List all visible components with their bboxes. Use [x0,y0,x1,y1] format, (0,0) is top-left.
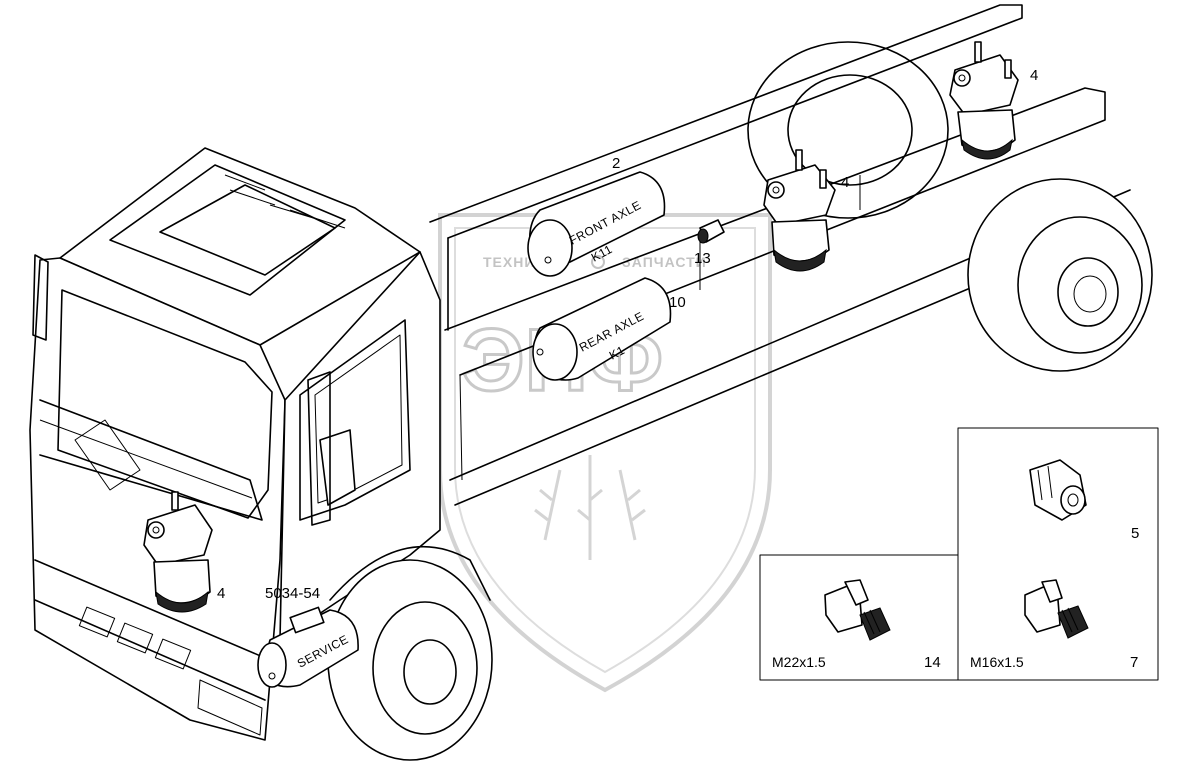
callout-4-top: 4 [1030,67,1038,84]
valve-top [949,41,1019,160]
rear-axle-code: K1 [607,343,627,363]
watermark-star-icon [591,255,605,269]
thread-label-m22: M22x1.5 [772,654,826,670]
fitting-5 [1029,459,1087,521]
valve-mid [763,149,836,272]
watermark: ТЕХНИ ЗАПЧАСТИ ЭПФ [438,213,772,693]
callout-10: 10 [669,294,686,311]
air-tank-service: SERVICE [257,606,359,688]
watermark-wheat-icon [534,455,646,560]
rear-wheel-upper [747,41,949,219]
valve-cab [143,491,213,613]
detail-box-right [957,427,1159,681]
fitting-13 [697,219,725,244]
air-tank-front-axle: FRONT AXLE K11 [527,171,666,277]
callout-5034-54: 5034-54 [265,585,320,602]
thread-label-m16: M16x1.5 [970,654,1024,670]
truck-cab [29,147,441,741]
callout-4-mid: 4 [841,174,849,191]
watermark-text-right: ЗАПЧАСТИ [622,254,707,270]
callout-14: 14 [924,654,941,671]
callout-5: 5 [1131,525,1139,542]
watermark-text-left: ТЕХНИ [483,254,535,270]
callout-2: 2 [612,155,620,172]
callouts: 2 13 10 4 4 4 5034-54 5 14 7 M22x1.5 M16… [217,67,1139,671]
callout-7: 7 [1130,654,1138,671]
elbow-fitting-7 [1024,579,1089,639]
rear-wheel-lower [967,178,1153,372]
callout-4-cab: 4 [217,585,225,602]
callout-13: 13 [694,250,711,267]
detail-box-left [759,554,959,681]
elbow-fitting-14 [824,579,891,641]
